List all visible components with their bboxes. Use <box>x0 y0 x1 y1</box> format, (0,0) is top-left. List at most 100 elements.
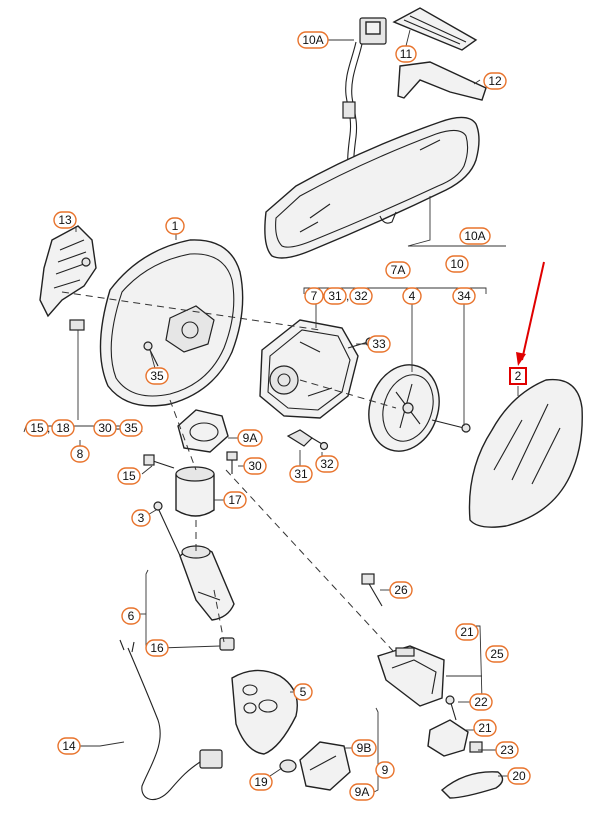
callout-label: 10 <box>450 257 464 271</box>
callout-label: 17 <box>228 493 242 507</box>
callout-31-clip: 31 <box>289 465 313 483</box>
callout-20: 20 <box>507 767 531 785</box>
clip-21 <box>427 719 469 757</box>
callout-35-group: 35 <box>119 419 143 437</box>
callout-11: 11 <box>395 45 417 63</box>
callout-14: 14 <box>57 737 81 755</box>
separator-dash: - <box>116 421 120 435</box>
callout-18: 18 <box>51 419 75 437</box>
callout-9a-gasket: 9A <box>237 429 263 447</box>
screw-26 <box>361 573 383 607</box>
callout-8: 8 <box>70 445 90 463</box>
callout-label: 7A <box>391 263 406 277</box>
callout-15-screw: 15 <box>117 467 141 485</box>
callout-label: 21 <box>478 721 492 735</box>
callout-26: 26 <box>389 581 413 599</box>
callout-6: 6 <box>121 607 141 625</box>
mirror-arm <box>179 545 235 621</box>
callout-25: 25 <box>485 645 509 663</box>
callout-10a-mid: 10A <box>459 227 491 245</box>
callout-31-top: 31 <box>323 287 347 305</box>
assembly-lines <box>61 291 397 653</box>
callout-12: 12 <box>483 72 507 90</box>
base-cover <box>231 669 298 755</box>
callout-label: 25 <box>490 647 504 661</box>
callout-5: 5 <box>293 683 313 701</box>
cap-16 <box>219 637 235 651</box>
connecting-cable <box>119 639 223 801</box>
mirror-housing <box>99 239 244 407</box>
svg-text:,: , <box>346 289 349 303</box>
mirror-mount-bracket <box>39 225 97 331</box>
callout-label: 30 <box>248 459 262 473</box>
callout-label: 2 <box>515 369 522 383</box>
callout-label: 35 <box>124 421 138 435</box>
callout-label: 13 <box>58 213 72 227</box>
callout-label: 6 <box>128 609 135 623</box>
callout-label: 20 <box>512 769 526 783</box>
callout-13: 13 <box>53 211 77 229</box>
screw-22 <box>445 695 457 721</box>
gasket-9b <box>299 741 351 791</box>
callout-9: 9 <box>375 761 395 779</box>
callout-16: 16 <box>145 639 169 657</box>
callout-2-highlighted: 2 <box>509 367 527 385</box>
callout-label: 1 <box>172 219 179 233</box>
callout-32-top: 32 <box>349 287 373 305</box>
callout-label: 33 <box>372 337 386 351</box>
callout-label: 32 <box>354 289 368 303</box>
glass-carrier <box>368 364 440 452</box>
callout-1: 1 <box>165 217 185 235</box>
callout-7a: 7A <box>385 261 411 279</box>
gasket-9a <box>177 409 229 453</box>
mirror-glass <box>468 378 583 528</box>
mirror-base <box>175 466 215 517</box>
screw-23 <box>469 741 483 753</box>
callout-label: 31 <box>328 289 342 303</box>
callout-33: 33 <box>367 335 391 353</box>
callout-label: 16 <box>150 641 164 655</box>
sensor-cover <box>397 61 487 101</box>
callout-label: 35 <box>150 369 164 383</box>
svg-text:,: , <box>47 421 50 435</box>
callout-label: 3 <box>138 511 145 525</box>
callout-label: 9A <box>355 785 370 799</box>
adjustment-motor <box>259 319 359 419</box>
interior-mirror <box>264 116 480 259</box>
callout-label: 26 <box>394 583 408 597</box>
callout-label: 30 <box>98 421 112 435</box>
callout-label: 19 <box>254 775 268 789</box>
screw-30 <box>226 451 238 474</box>
callout-label: 12 <box>488 74 502 88</box>
callout-21-cover: 21 <box>455 623 479 641</box>
callout-label: 4 <box>409 289 416 303</box>
callout-label: 23 <box>500 743 514 757</box>
callout-label: 21 <box>460 625 474 639</box>
callout-label: 5 <box>300 685 307 699</box>
callout-label: 14 <box>62 739 76 753</box>
callout-32-clip: 32 <box>315 455 339 473</box>
clip-31-32 <box>286 429 329 451</box>
rain-sensor <box>392 7 478 51</box>
callout-30-group: 30 <box>93 419 117 437</box>
callout-label: 10A <box>464 229 485 243</box>
callout-label: 34 <box>457 289 471 303</box>
callout-label: 9 <box>382 763 389 777</box>
callout-7: 7 <box>304 287 324 305</box>
callout-22: 22 <box>469 693 493 711</box>
callout-label: 15 <box>122 469 136 483</box>
svg-text:-: - <box>116 421 120 435</box>
callout-9a-bottom: 9A <box>349 783 375 801</box>
callout-10: 10 <box>445 255 469 273</box>
callout-3: 3 <box>131 509 151 527</box>
callout-label: 9A <box>243 431 258 445</box>
callout-17: 17 <box>223 491 247 509</box>
callout-10a-top: 10A <box>297 31 329 49</box>
callout-label: 10A <box>302 33 323 47</box>
screw-35 <box>143 341 159 367</box>
callout-label: 9B <box>357 741 372 755</box>
callout-label: 15 <box>30 421 44 435</box>
callout-label: 22 <box>474 695 488 709</box>
